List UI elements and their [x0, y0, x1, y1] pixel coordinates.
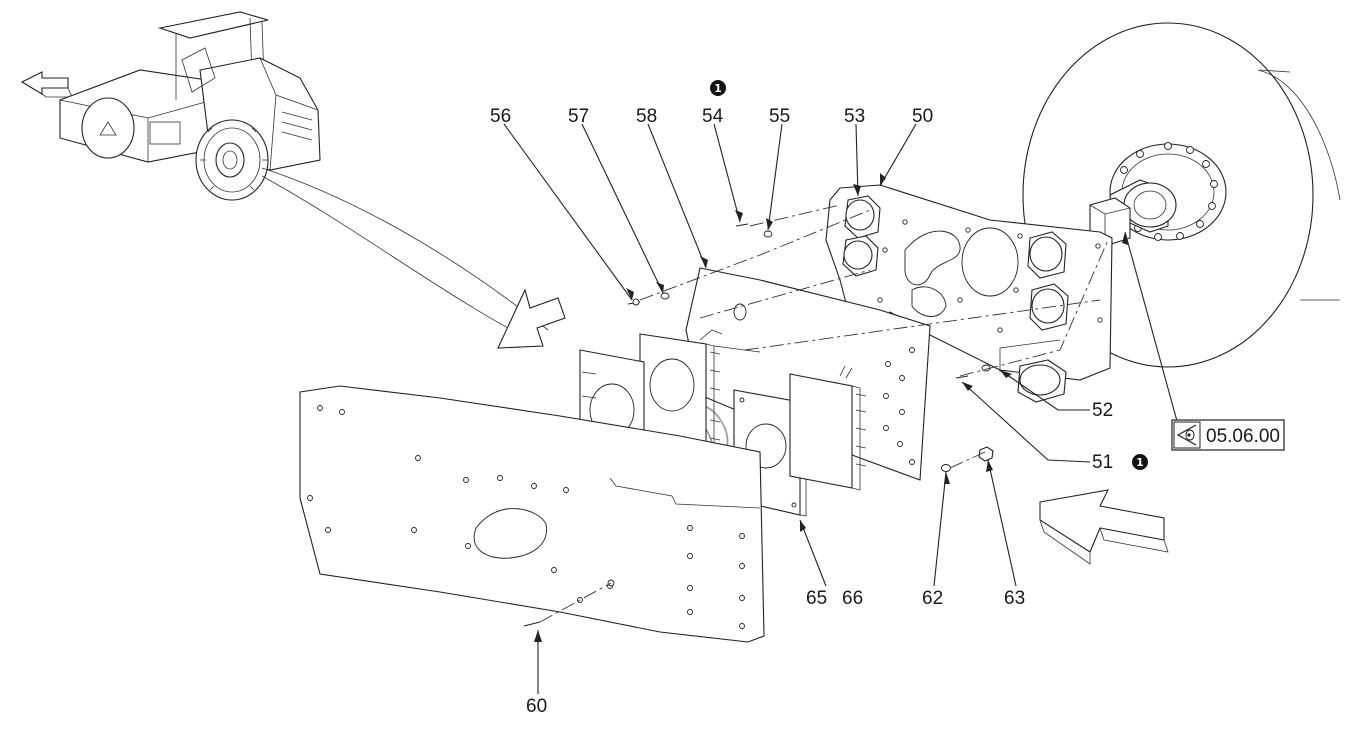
nut-63 — [978, 446, 994, 462]
label-60: 60 — [526, 696, 547, 717]
main-plate-holes — [877, 219, 1103, 333]
assembly-axes — [539, 204, 1109, 623]
overview-leader-lower — [261, 175, 541, 346]
leader-50 — [879, 123, 917, 187]
label-62: 62 — [922, 588, 943, 609]
note-marker-icon: 1 — [710, 80, 726, 96]
rubber-mount — [842, 235, 879, 277]
label-57: 57 — [568, 106, 589, 127]
overview-direction-arrow-icon — [20, 71, 73, 98]
leader-63 — [987, 459, 1017, 587]
washer-62 — [941, 464, 951, 472]
machine-overview-icon — [20, 11, 321, 201]
leader-lines — [503, 123, 1181, 694]
leader-62 — [933, 471, 947, 587]
overview-leader-upper — [261, 167, 549, 331]
washer-55 — [763, 230, 773, 238]
leader-65-66 — [799, 519, 827, 587]
label-53: 53 — [844, 106, 865, 127]
label-55: 55 — [769, 106, 790, 127]
label-56: 56 — [490, 106, 511, 127]
intermediate-plate — [685, 267, 931, 481]
intermediate-plate-holes — [883, 347, 915, 465]
section-arrow-icon — [497, 288, 566, 349]
leader-57 — [581, 123, 664, 294]
washer-52 — [981, 364, 991, 372]
screw-54 — [735, 223, 749, 227]
fasteners — [523, 223, 994, 627]
leader-53 — [855, 123, 859, 197]
label-50: 50 — [912, 106, 933, 127]
leader-reference — [1124, 231, 1181, 433]
reference-box[interactable]: 05.06.00 — [1171, 419, 1285, 451]
leader-58 — [647, 123, 707, 269]
label-51: 51 — [1092, 452, 1113, 473]
label-58: 58 — [636, 106, 657, 127]
note-marker-text: 1 — [714, 82, 722, 95]
label-52: 52 — [1092, 400, 1113, 421]
screw-60 — [523, 621, 541, 627]
rubber-mount — [844, 195, 881, 239]
view-eye-icon — [1176, 424, 1197, 446]
leader-51 — [961, 381, 1091, 463]
shroud-plate-front — [639, 329, 761, 461]
screw-51 — [955, 375, 969, 379]
label-63: 63 — [1004, 588, 1025, 609]
shroud-plate-66 — [789, 365, 867, 491]
rubber-mount — [1017, 359, 1067, 403]
leader-55 — [767, 123, 783, 231]
main-mounting-plate — [825, 184, 1113, 381]
label-66: 66 — [842, 588, 863, 609]
leader-52 — [999, 369, 1090, 411]
note-marker-text: 1 — [1136, 456, 1144, 469]
reference-code[interactable]: 05.06.00 — [1206, 426, 1280, 447]
leader-arrowheads — [534, 173, 1128, 642]
direction-arrow-icon — [1039, 489, 1169, 565]
leader-54 — [713, 123, 741, 223]
leader-56 — [503, 123, 633, 301]
label-54: 54 — [702, 106, 724, 127]
label-65: 65 — [806, 588, 827, 609]
rubber-mount — [1027, 231, 1067, 279]
note-marker-icon: 1 — [1132, 454, 1148, 470]
part-labels: 56 57 58 54 55 53 50 52 51 62 63 65 66 6… — [490, 106, 1113, 717]
front-cover-plate — [299, 385, 765, 643]
washer-57 — [660, 292, 670, 300]
front-cover-holes — [307, 405, 745, 629]
